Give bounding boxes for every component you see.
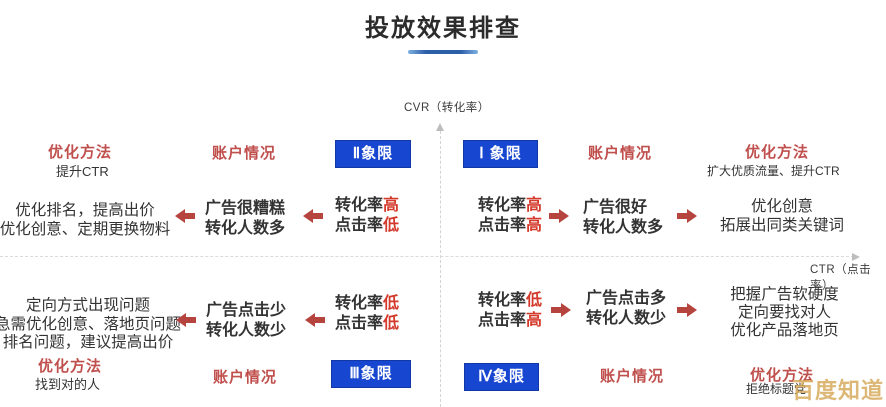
quadrant4-status-text: 转化率低 点击率高 [477,292,543,329]
quadrant3-account-text: 广告点击少 转化人数少 [205,302,286,339]
x-axis-label: CTR（点击率） [810,264,872,292]
quadrant2-method-text: 优化排名，提高出价 优化创意、定期更换物料 [0,202,171,238]
quadrant2-method-label: 优化方法 [48,144,113,161]
quadrant3-badge: Ⅲ象限 [331,360,411,388]
quadrant4-account-label: 账户情况 [600,368,665,385]
quadrant2-method-note: 提升CTR [56,164,109,179]
quadrant1-method-label: 优化方法 [745,144,810,161]
arrow-right-icon [677,209,698,223]
quadrant2-status-text: 转化率高 点击率低 [334,197,400,234]
arrow-left-icon [174,209,195,223]
quadrant2-account-text: 广告很糟糕 转化人数多 [204,200,285,237]
arrow-right-icon [677,303,698,317]
quadrant1-method-note: 扩大优质流量、提升CTR [707,164,840,178]
quadrant1-account-text: 广告很好 转化人数多 [583,199,664,236]
quadrant1-badge: Ⅰ 象限 [463,140,538,168]
quadrant2-account-label: 账户情况 [212,145,277,162]
quadrant4-account-text: 广告点击多 转化人数少 [586,290,667,327]
quadrant4-method-label: 优化方法 [750,367,815,384]
x-axis-line [0,256,854,257]
quadrant4-method-text: 把握广告软硬度 定向要找对人 优化产品落地页 [730,286,839,339]
page-title: 投放效果排查 [365,15,521,42]
arrow-left-icon [302,209,323,223]
quadrant3-account-label: 账户情况 [213,369,278,386]
quadrant3-method-label: 优化方法 [38,358,103,375]
right-arrow-icon [852,253,860,261]
quadrant3-method-text: 定向方式出现问题 急需优化创意、落地页问题 排名问题，建议提高出价 [0,297,181,351]
arrow-left-icon [175,313,196,327]
title-underline [408,50,478,54]
arrow-left-icon [304,313,325,327]
quadrant3-method-note: 找到对的人 [35,377,101,392]
arrow-right-icon [551,303,572,317]
y-axis-label: CVR（转化率） [404,102,490,114]
quadrant3-status-text: 转化率低 点击率低 [334,295,400,332]
arrow-right-icon [549,209,570,223]
quadrant4-badge: Ⅳ象限 [464,363,539,391]
baidu-zhidao-watermark: 百度知道 [792,378,885,403]
quadrant1-method-text: 优化创意 拓展出同类关键词 [719,198,844,234]
quadrant4-method-note: 拒绝标题党 [746,382,807,396]
quadrant2-badge: Ⅱ象限 [335,140,411,168]
up-arrow-icon [436,123,444,131]
quadrant1-account-label: 账户情况 [588,145,653,162]
y-axis-line [440,131,441,407]
quadrant1-status-text: 转化率高 点击率高 [477,197,543,234]
